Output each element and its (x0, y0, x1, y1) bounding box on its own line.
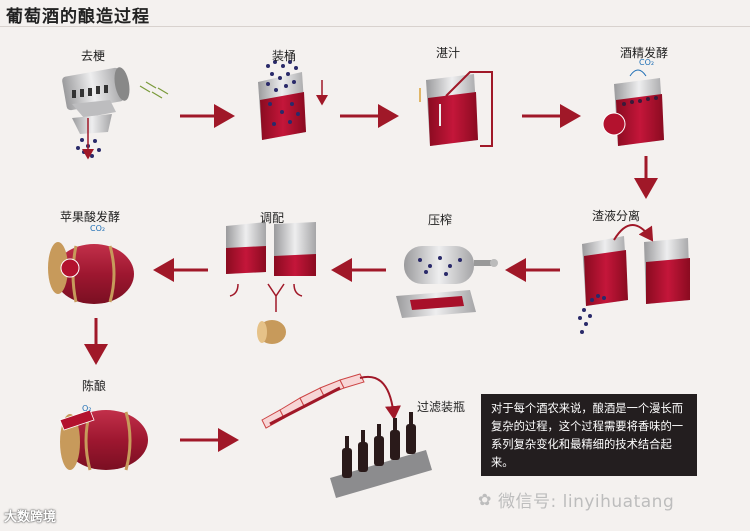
wechat-icon: ✿ (478, 490, 492, 509)
step-label-fill: 装桶 (272, 49, 297, 63)
destemmer-machine (62, 67, 169, 160)
flow-arrows (84, 104, 658, 452)
co2-label-malo: CO₂ (90, 224, 106, 233)
watermark-text: 微信号: linyihuatang (498, 492, 675, 512)
press-machine (396, 246, 498, 318)
blending-tanks (226, 222, 316, 344)
step-label-blend: 调配 (260, 211, 285, 225)
malolactic-barrel (48, 242, 134, 304)
step-label-ferment: 酒精发酵 (620, 46, 669, 60)
pump-over-vat (419, 71, 493, 147)
bottling-line (261, 373, 432, 498)
step-label-bottle: 过滤装瓶 (417, 400, 466, 414)
page-title: 葡萄酒的酿造过程 (6, 7, 150, 27)
co2-label-ferment: CO₂ (639, 58, 655, 67)
step-label-destem: 去梗 (81, 49, 106, 63)
separation-vats (578, 224, 690, 334)
fermentation-vat (602, 69, 664, 146)
step-label-separate: 渣液分离 (592, 209, 641, 223)
step-label-malo: 苹果酸发酵 (60, 210, 121, 224)
step-label-press: 压榨 (428, 213, 453, 227)
fill-vat (258, 60, 328, 140)
brand-logo: 大数跨境 (4, 510, 57, 525)
title-divider (0, 26, 750, 27)
o2-label-age: O₂ (82, 404, 92, 413)
note-box: 对于每个酒农来说，酿酒是一个漫长而复杂的过程，这个过程需要将香味的一系列复杂变化… (481, 394, 697, 476)
step-label-soak: 湛汁 (436, 46, 461, 60)
aging-barrel (59, 409, 148, 471)
step-label-age: 陈酿 (82, 379, 107, 393)
